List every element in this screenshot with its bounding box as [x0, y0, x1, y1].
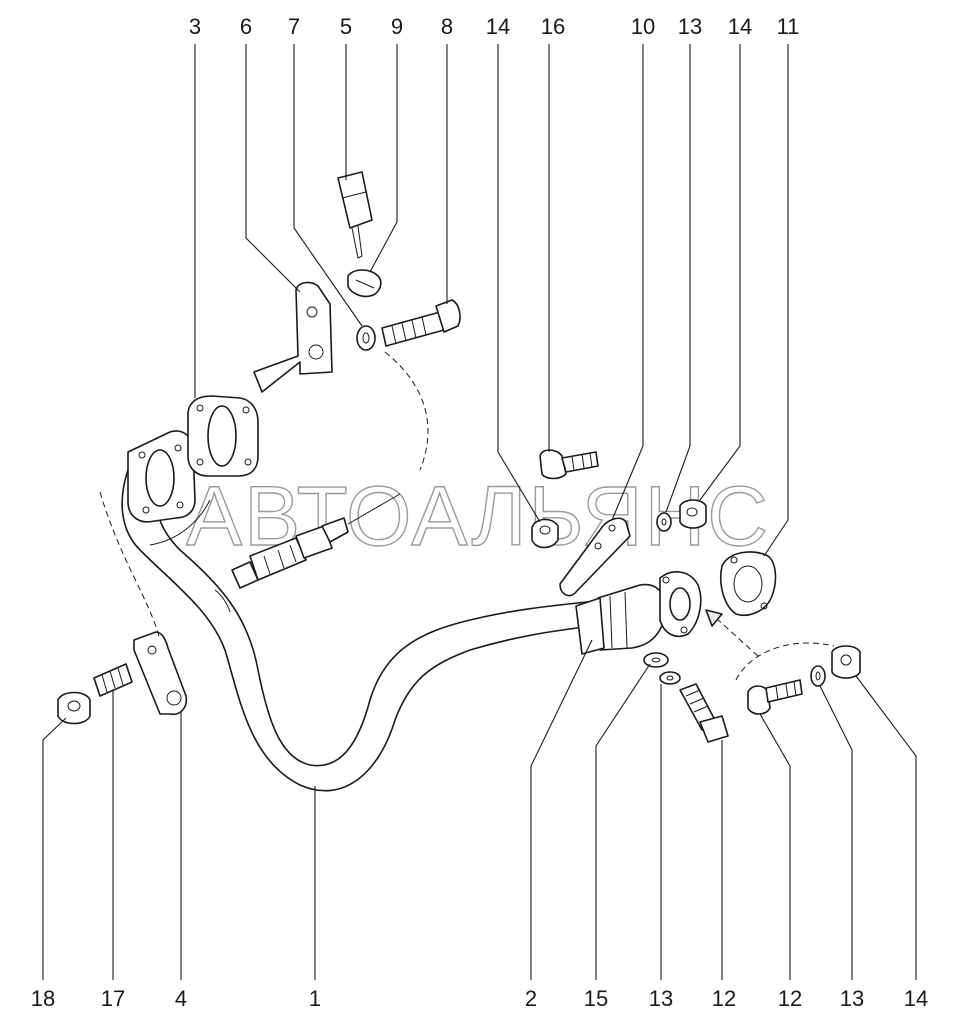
washer-13-lower [659, 671, 681, 685]
leader-12-right [759, 713, 791, 980]
leader-13-right [819, 685, 853, 980]
bolt-16 [539, 449, 599, 480]
callout-2: 2 [525, 986, 537, 1011]
callout-13-bottom: 13 [649, 986, 673, 1011]
callout-5: 5 [340, 14, 352, 39]
callout-1: 1 [309, 986, 321, 1011]
leader-18 [42, 717, 67, 980]
bracket-10 [559, 517, 631, 597]
leader-9 [369, 44, 398, 273]
exhaust-pipe [121, 430, 702, 792]
leader-14-top [497, 44, 541, 523]
leader-10 [611, 44, 644, 521]
assembly-arc [735, 642, 835, 681]
callout-8: 8 [441, 14, 453, 39]
callout-9: 9 [391, 14, 403, 39]
washer [356, 325, 376, 351]
bolt-12-lower [679, 683, 729, 743]
nut-18 [57, 691, 91, 725]
callout-14-top-right: 14 [728, 14, 752, 39]
callout-12-right: 12 [778, 986, 802, 1011]
washer-13-upper [656, 512, 672, 532]
stud-17 [93, 663, 133, 697]
callout-6: 6 [240, 14, 252, 39]
callout-17: 17 [101, 986, 125, 1011]
assembly-line-left [99, 491, 161, 641]
leader-14-top-right [699, 44, 741, 501]
manifold-gasket [187, 395, 259, 477]
leader-2 [530, 639, 593, 980]
callout-12-bottom: 12 [712, 986, 736, 1011]
leader-6 [245, 44, 301, 293]
callout-18: 18 [31, 986, 55, 1011]
callout-10: 10 [631, 14, 655, 39]
callout-16: 16 [541, 14, 565, 39]
callout-14-bottom: 14 [904, 986, 928, 1011]
callout-3: 3 [189, 14, 201, 39]
wire-clip [347, 269, 382, 298]
bracket [253, 281, 333, 393]
nut-14-upper [531, 518, 559, 549]
bracket-4 [133, 631, 188, 716]
flange-gasket-11 [720, 551, 777, 616]
callout-4: 4 [175, 986, 187, 1011]
leader-13-top [665, 44, 691, 513]
bolt-12-right [747, 679, 803, 715]
leader-14-bottom [855, 675, 917, 980]
callout-14-top: 14 [486, 14, 510, 39]
callout-13-top: 13 [678, 14, 702, 39]
leader-15 [595, 663, 651, 980]
callout-13-right: 13 [840, 986, 864, 1011]
washer-13-right [810, 665, 826, 687]
nut-14-lower-right [831, 645, 861, 679]
oxygen-sensor [231, 493, 401, 589]
bolt [381, 299, 461, 347]
washer-15 [643, 652, 669, 668]
callout-7: 7 [288, 14, 300, 39]
callout-15: 15 [584, 986, 608, 1011]
callout-11: 11 [777, 14, 800, 39]
leader-11 [763, 44, 789, 557]
nut-14-right [679, 499, 707, 529]
assembly-path-line [384, 351, 429, 471]
leader-7 [293, 44, 363, 327]
sensor-connector [337, 171, 373, 259]
arrow-head [705, 609, 723, 627]
assembly-arrow-line [715, 617, 759, 657]
